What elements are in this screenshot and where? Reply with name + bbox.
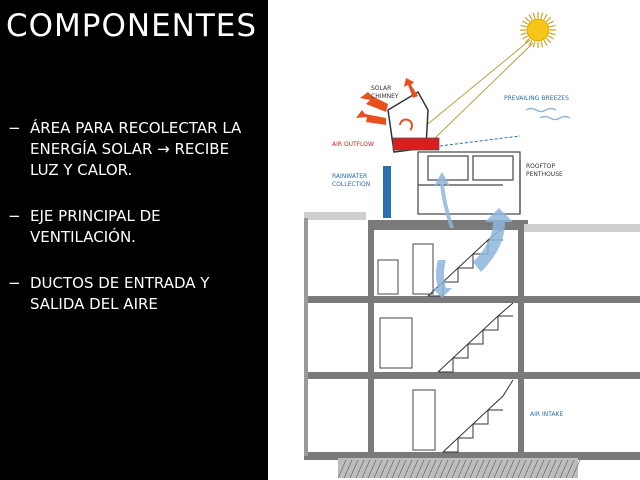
sun-beams	[422, 39, 534, 141]
label-solar-chimney-2: CHIMNEY	[371, 93, 399, 100]
breeze-path	[439, 135, 521, 147]
label-rooftop-1: ROOFTOP	[526, 163, 555, 170]
rooftop-penthouse	[417, 151, 521, 215]
label-prevailing-breezes: PREVAILING BREEZES	[504, 95, 569, 102]
label-rainwater-2: COLLECTION	[332, 181, 370, 188]
left-panel: COMPONENTES − ÁREA PARA RECOLECTAR LA EN…	[0, 0, 268, 480]
bullet-item: − ÁREA PARA RECOLECTAR LA ENERGÍA SOLAR …	[8, 118, 260, 181]
air-flow-arrows	[432, 172, 513, 298]
interior-elements	[377, 243, 436, 451]
building-section	[304, 212, 640, 479]
bullet-item: − DUCTOS DE ENTRADA Y SALIDA DEL AIRE	[8, 273, 260, 315]
label-rainwater-1: RAINWATER	[332, 173, 367, 180]
solar-chimney	[387, 90, 440, 153]
label-air-intake: AIR INTAKE	[530, 411, 563, 418]
rainwater-tank	[383, 166, 391, 218]
bullet-text: DUCTOS DE ENTRADA Y SALIDA DEL AIRE	[30, 274, 210, 313]
bullet-marker: −	[8, 207, 21, 225]
label-solar-chimney-1: SOLAR	[371, 85, 391, 92]
bullet-text: EJE PRINCIPAL DE VENTILACIÓN.	[30, 207, 161, 246]
diagram-svg: SOLAR CHIMNEY AIR OUTFLOW RAINWATER COLL…	[304, 12, 640, 479]
breeze-icon	[525, 107, 571, 121]
solar-chimney-diagram: SOLAR CHIMNEY AIR OUTFLOW RAINWATER COLL…	[268, 0, 640, 480]
air-outflow-arrows	[356, 78, 418, 125]
bullet-text: ÁREA PARA RECOLECTAR LA ENERGÍA SOLAR → …	[30, 119, 242, 179]
bullet-marker: −	[8, 119, 21, 137]
slide-title: COMPONENTES	[6, 8, 258, 44]
bullet-item: − EJE PRINCIPAL DE VENTILACIÓN.	[8, 206, 260, 248]
bullet-list: − ÁREA PARA RECOLECTAR LA ENERGÍA SOLAR …	[8, 118, 260, 340]
sun-icon	[520, 12, 556, 48]
label-rooftop-2: PENTHOUSE	[526, 171, 563, 178]
label-air-outflow: AIR OUTFLOW	[332, 141, 374, 148]
bullet-marker: −	[8, 274, 21, 292]
